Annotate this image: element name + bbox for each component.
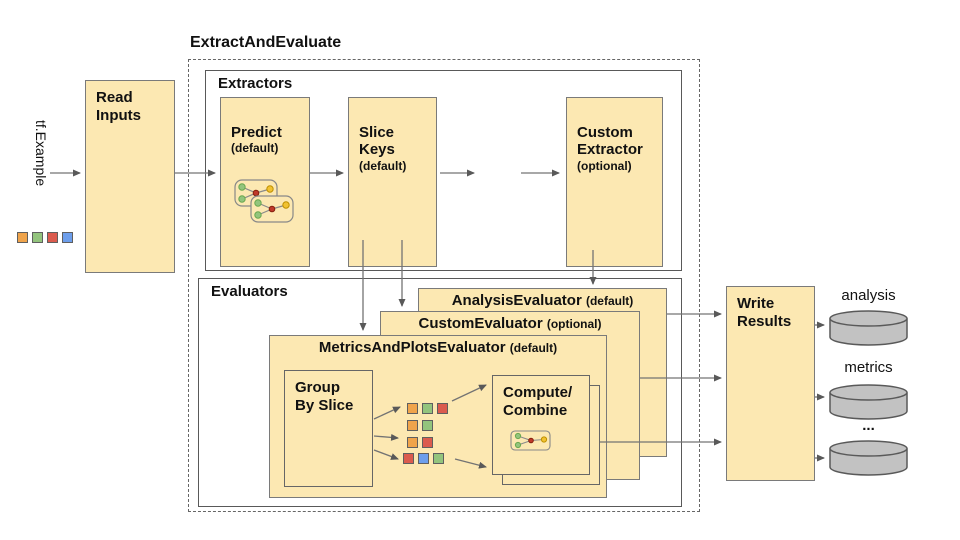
custom-evaluator-qualifier: (optional): [546, 317, 602, 331]
data-square-green: [422, 420, 433, 431]
custom-extractor-title: Custom Extractor: [577, 123, 643, 159]
input-example-squares: [17, 232, 73, 243]
custom-extractor-box: Custom Extractor (optional): [566, 97, 663, 267]
predict-qualifier: (default): [231, 141, 279, 156]
read-inputs-title: Read Inputs: [96, 89, 141, 124]
metrics-database-icon: [829, 384, 908, 420]
compute-combine-box: Compute/ Combine: [492, 375, 590, 475]
group-by-slice-box: Group By Slice: [284, 370, 373, 487]
read-inputs-box: Read Inputs: [85, 80, 175, 273]
more-database-icon: [829, 440, 908, 476]
write-results-title: Write Results: [737, 295, 792, 330]
slice-row-4: [403, 453, 444, 464]
custom-evaluator-name: CustomEvaluator: [418, 315, 543, 332]
custom-extractor-qualifier: (optional): [577, 159, 632, 174]
slice-row-3: [407, 437, 433, 448]
data-square-orange: [407, 403, 418, 414]
group-by-slice-title: Group By Slice: [295, 379, 354, 414]
data-square-red: [47, 232, 58, 243]
more-stores-ellipsis: ...: [862, 417, 875, 434]
predict-title: Predict: [231, 123, 282, 141]
model-graph-icon: [234, 179, 294, 223]
slice-row-1: [407, 403, 448, 414]
metrics-store-label: metrics: [844, 359, 893, 376]
compute-combine-title: Compute/ Combine: [503, 384, 573, 419]
metrics-and-plots-evaluator-name: MetricsAndPlotsEvaluator: [318, 339, 506, 356]
analysis-evaluator-qualifier: (default): [585, 294, 634, 308]
slice-keys-title: Slice Keys: [359, 123, 395, 159]
evaluators-label: Evaluators: [211, 283, 288, 300]
data-square-green: [422, 403, 433, 414]
combine-graph-icon: [510, 430, 551, 451]
data-square-orange: [17, 232, 28, 243]
data-square-red: [437, 403, 448, 414]
diagram-title: ExtractAndEvaluate: [190, 34, 342, 51]
extractors-label: Extractors: [218, 75, 293, 92]
data-square-green: [32, 232, 43, 243]
data-square-green: [433, 453, 444, 464]
extract-and-evaluate-container: [188, 59, 700, 512]
data-square-blue: [62, 232, 73, 243]
analysis-database-icon: [829, 310, 908, 346]
slice-keys-qualifier: (default): [359, 159, 407, 174]
data-square-orange: [407, 437, 418, 448]
analysis-evaluator-name: AnalysisEvaluator: [451, 292, 582, 309]
data-square-red: [403, 453, 414, 464]
analysis-store-label: analysis: [841, 287, 896, 304]
write-results-box: Write Results: [726, 286, 815, 481]
slice-row-2: [407, 420, 433, 431]
data-square-red: [422, 437, 433, 448]
data-square-orange: [407, 420, 418, 431]
tf-example-label: tf.Example: [33, 120, 49, 187]
data-square-blue: [418, 453, 429, 464]
slice-keys-extractor-box: Slice Keys (default): [348, 97, 437, 267]
metrics-and-plots-evaluator-qualifier: (default): [509, 341, 558, 355]
